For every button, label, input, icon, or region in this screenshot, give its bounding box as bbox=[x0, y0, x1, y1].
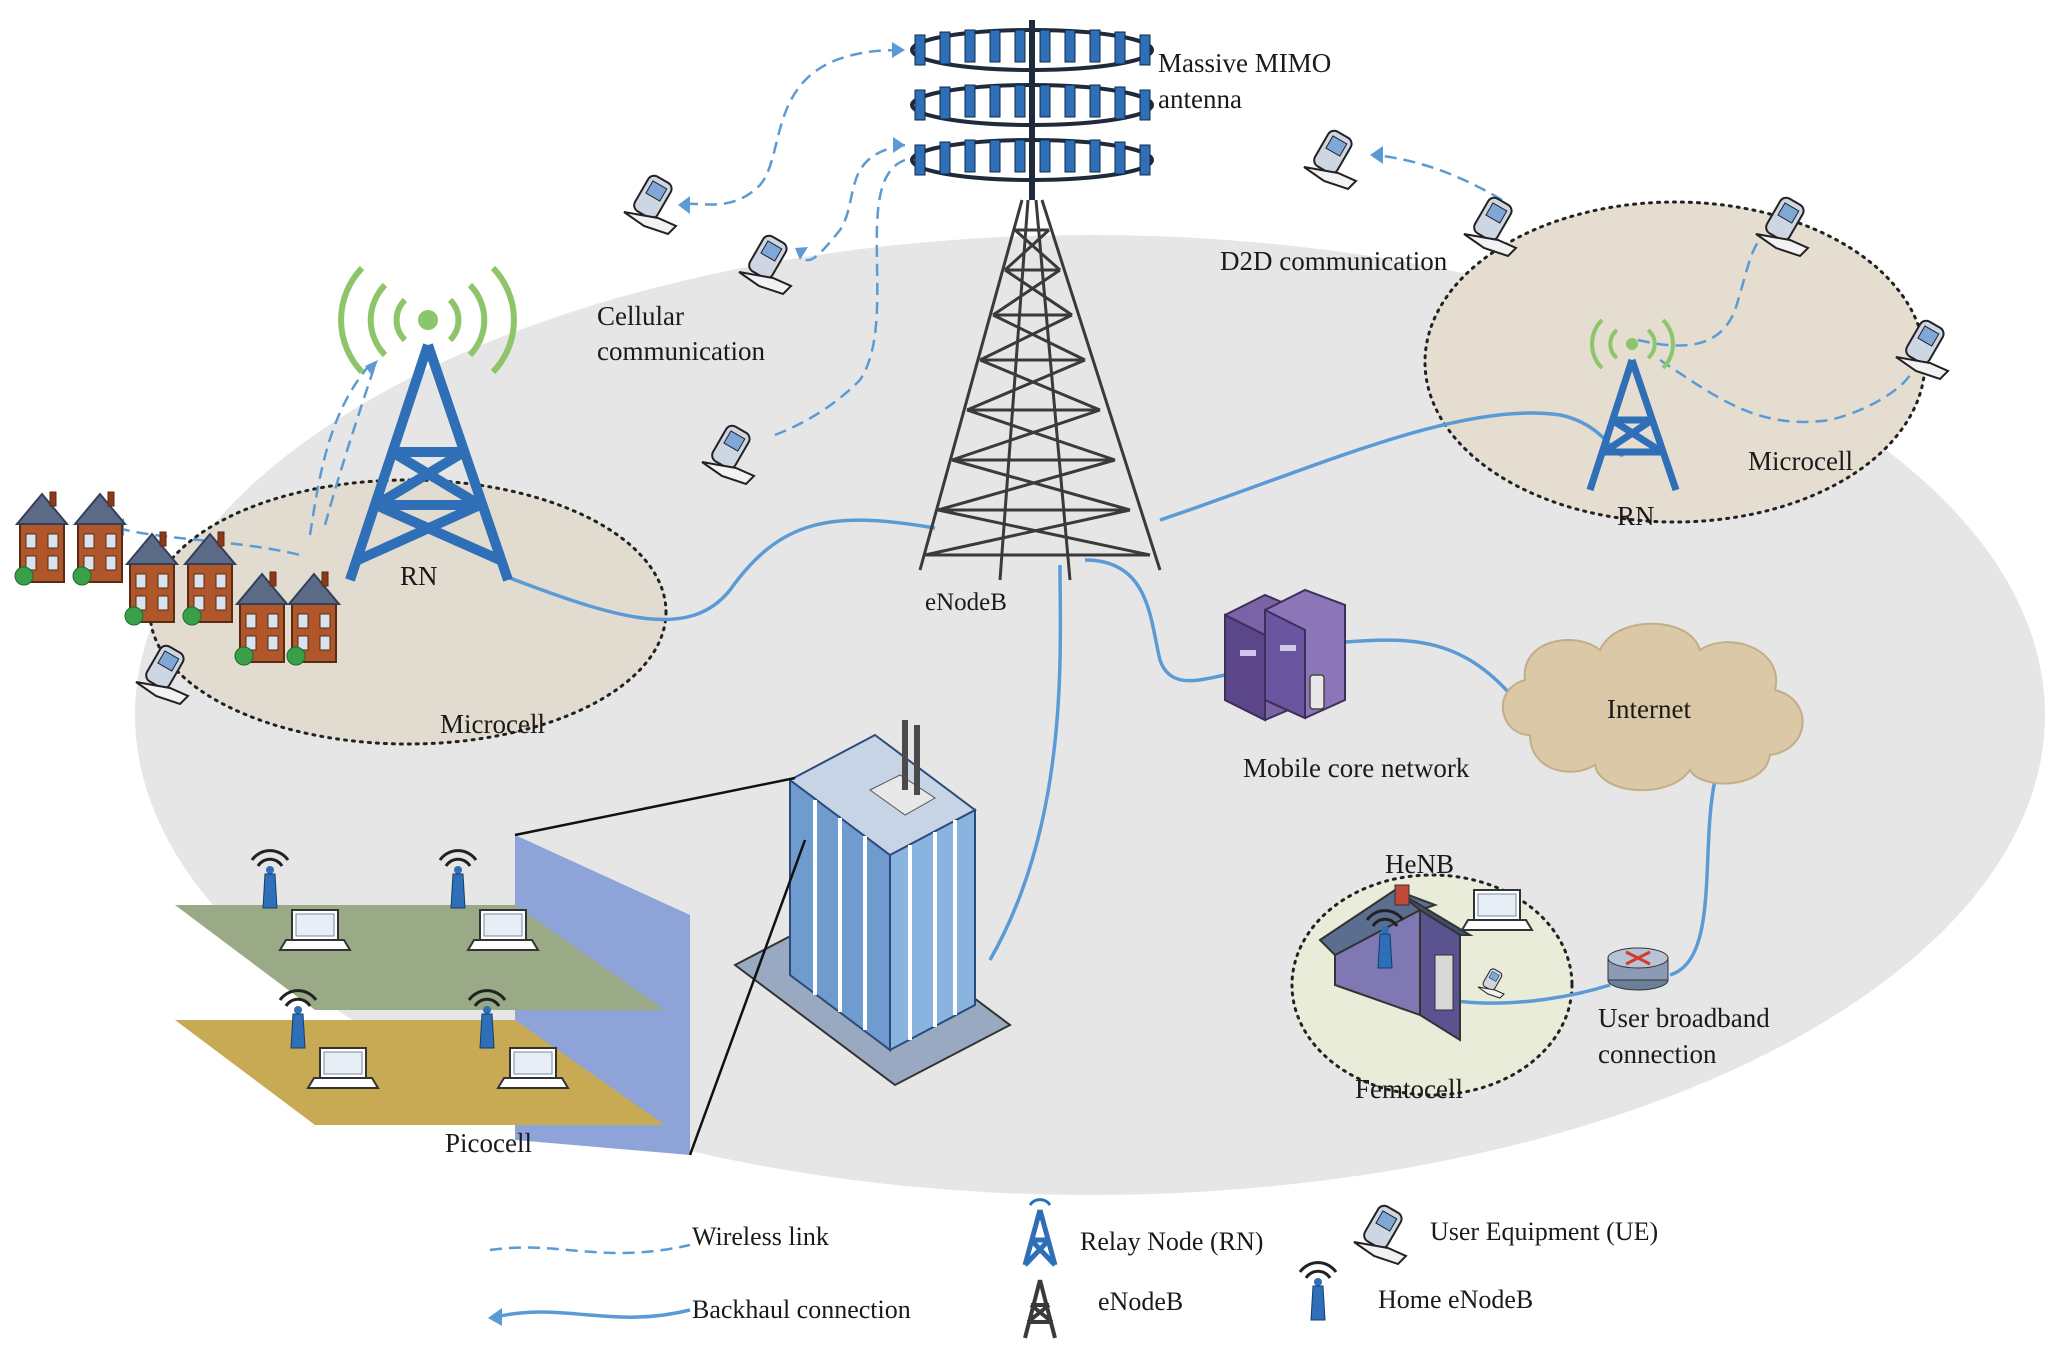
office-building bbox=[733, 720, 1012, 1087]
legend-wireless-line bbox=[489, 1243, 691, 1255]
legend-henb-text: Home eNodeB bbox=[1378, 1285, 1533, 1314]
rn-right-label: RN bbox=[1617, 501, 1655, 531]
picocell-floors bbox=[175, 776, 807, 1156]
backhaul-core-internet bbox=[1344, 638, 1527, 714]
backhaul-core bbox=[1084, 558, 1226, 683]
massive-mimo-antenna bbox=[905, 10, 1165, 200]
femtocell-label: Femtocell bbox=[1355, 1074, 1463, 1104]
legend-relay-icon bbox=[1022, 1198, 1058, 1267]
internet-cloud bbox=[1501, 622, 1804, 791]
wireless-links bbox=[117, 48, 1912, 557]
relay-node-left bbox=[338, 265, 517, 582]
legend-relay-text: Relay Node (RN) bbox=[1080, 1227, 1263, 1256]
ue-phone-4 bbox=[1303, 127, 1357, 190]
legend-backhaul-line bbox=[491, 1308, 691, 1320]
rn-left-label: RN bbox=[400, 561, 438, 591]
massive-mimo-label-line1: Massive MIMO bbox=[1158, 48, 1331, 78]
relay-node-right bbox=[1586, 318, 1680, 492]
massive-mimo-label-line2: antenna bbox=[1158, 84, 1242, 114]
legend-wireless-text: Wireless link bbox=[692, 1222, 829, 1251]
mobile-core-label: Mobile core network bbox=[1243, 753, 1470, 783]
legend-enodeb-icon bbox=[1023, 1279, 1057, 1339]
legend-ue-text: User Equipment (UE) bbox=[1430, 1217, 1658, 1246]
ue-phone-1 bbox=[623, 172, 677, 235]
legend-enodeb-text: eNodeB bbox=[1098, 1287, 1183, 1316]
user-broadband-label-line2: connection bbox=[1598, 1039, 1717, 1069]
user-broadband-label-line1: User broadband bbox=[1598, 1003, 1770, 1033]
internet-label: Internet bbox=[1607, 694, 1691, 724]
ue-phone-5 bbox=[1463, 194, 1517, 257]
backhaul-internet-router bbox=[1669, 779, 1717, 977]
cellular-label-line1: Cellular bbox=[597, 301, 684, 331]
legend-henb-icon bbox=[1298, 1261, 1338, 1322]
enodeb-tower bbox=[918, 199, 1162, 581]
legend-backhaul-text: Backhaul connection bbox=[692, 1295, 911, 1324]
microcell-left-label: Microcell bbox=[440, 709, 545, 739]
legend: Wireless link Backhaul connection Relay … bbox=[488, 1198, 1658, 1339]
picocell-label: Picocell bbox=[445, 1128, 532, 1158]
mobile-core-servers bbox=[1224, 588, 1346, 722]
enodeb-label: eNodeB bbox=[925, 589, 1007, 616]
d2d-label: D2D communication bbox=[1220, 246, 1448, 276]
henb-label: HeNB bbox=[1385, 849, 1454, 879]
microcell-right-label: Microcell bbox=[1748, 446, 1853, 476]
cellular-label-line2: communication bbox=[597, 336, 765, 366]
backhaul-building bbox=[988, 564, 1063, 961]
legend-ue-icon bbox=[1353, 1202, 1407, 1265]
home-building bbox=[1318, 884, 1474, 1042]
backhaul-rn-left bbox=[509, 518, 936, 622]
broadband-router bbox=[1607, 947, 1669, 991]
